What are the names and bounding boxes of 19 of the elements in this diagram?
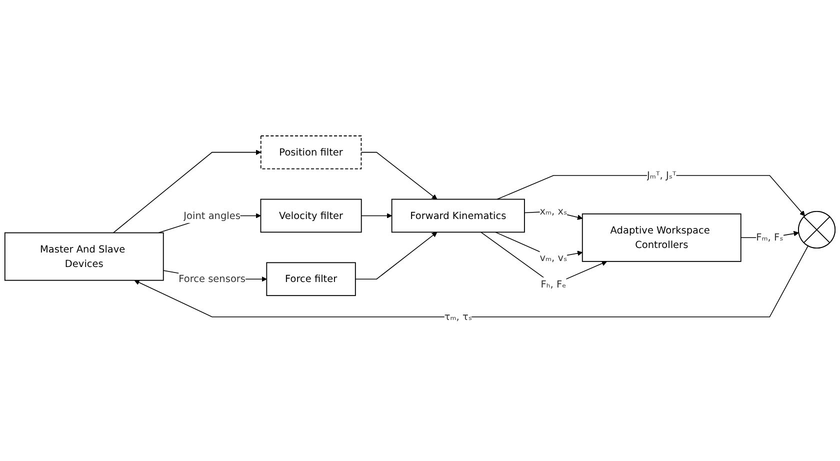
node-box: Velocity filter (260, 199, 362, 234)
edge-label: xₘ, xₛ (540, 206, 568, 218)
edge-label: Fₘ, Fₛ (756, 232, 784, 244)
node-box: Adaptive Workspace Controllers (582, 214, 742, 262)
node-box: Position filter (260, 136, 362, 170)
node-box: Force filter (266, 262, 356, 296)
edge-label: Fₕ, Fₑ (540, 278, 566, 291)
arrow (360, 214, 392, 219)
edge-label: τₘ, τₛ (444, 311, 472, 323)
node-box: Forward Kinematics (391, 199, 525, 234)
node-box: Master And Slave Devices (4, 232, 164, 282)
arrow (496, 176, 806, 217)
arrow (355, 232, 438, 280)
edge-label: Force sensors (178, 273, 246, 286)
arrow (134, 246, 808, 318)
arrow (360, 152, 438, 200)
edge-label: Jₘᵀ, Jₛᵀ (647, 170, 676, 182)
edge-label: Joint angles (184, 210, 240, 222)
edge-label: vₘ, vₛ (540, 252, 568, 264)
